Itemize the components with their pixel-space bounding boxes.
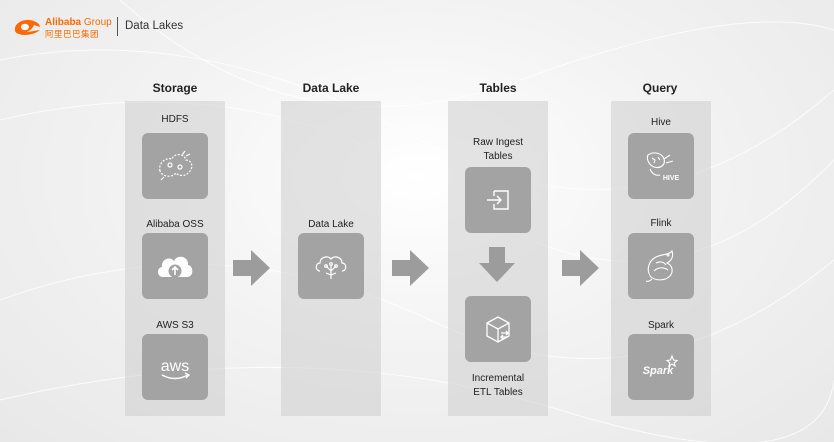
- query-heading: Query: [642, 81, 678, 95]
- spark-icon: Spark: [643, 354, 679, 377]
- alibaba-oss-label: Alibaba OSS: [146, 219, 204, 230]
- hive-tile: HIVE: [628, 133, 694, 199]
- alibaba-oss-tile: [142, 233, 208, 299]
- hdfs-icon: [159, 150, 193, 181]
- logo-brand-text: Alibaba Group: [45, 17, 112, 28]
- data-lake-label: Data Lake: [308, 219, 354, 230]
- oss-cloud-icon: [157, 256, 193, 278]
- hive-icon: HIVE: [646, 152, 680, 182]
- svg-text:aws: aws: [161, 358, 189, 375]
- down-arrow: [479, 247, 515, 282]
- data-lake-heading: Data Lake: [302, 81, 360, 95]
- flink-label: Flink: [650, 218, 672, 229]
- flink-tile: [628, 233, 694, 299]
- aws-s3-label: AWS S3: [156, 320, 194, 331]
- data-lake-tile: [298, 233, 364, 299]
- storage-heading: Storage: [152, 81, 198, 95]
- hive-label: Hive: [650, 117, 671, 128]
- tables-heading: Tables: [479, 81, 517, 95]
- etl-cube-icon: [486, 316, 510, 343]
- alibaba-logo-icon: [14, 19, 41, 35]
- page-title: Data Lakes: [125, 20, 184, 32]
- spark-tile: Spark: [628, 334, 694, 400]
- hdfs-tile: [142, 133, 208, 199]
- aws-s3-tile: aws: [142, 334, 208, 400]
- hdfs-label: HDFS: [161, 114, 189, 125]
- ingest-icon: [487, 190, 509, 210]
- header-divider: [117, 17, 118, 36]
- hive-icon-text: HIVE: [663, 175, 680, 182]
- incremental-etl-tables-tile: [465, 296, 531, 362]
- logo-chinese-text: 阿里巴巴集团: [45, 29, 100, 39]
- alibaba-group-logo: Alibaba Group 阿里巴巴集团: [12, 16, 112, 39]
- spark-label: Spark: [647, 320, 675, 331]
- spark-icon-text: Spark: [643, 365, 674, 377]
- raw-ingest-tables-tile: [465, 167, 531, 233]
- datalake-to-tables-arrow: [392, 250, 429, 286]
- flink-icon: [645, 249, 674, 282]
- tables-to-query-arrow: [562, 250, 599, 286]
- storage-to-datalake-arrow: [233, 250, 270, 286]
- aws-icon: aws: [161, 358, 191, 380]
- data-lake-icon: [315, 256, 347, 279]
